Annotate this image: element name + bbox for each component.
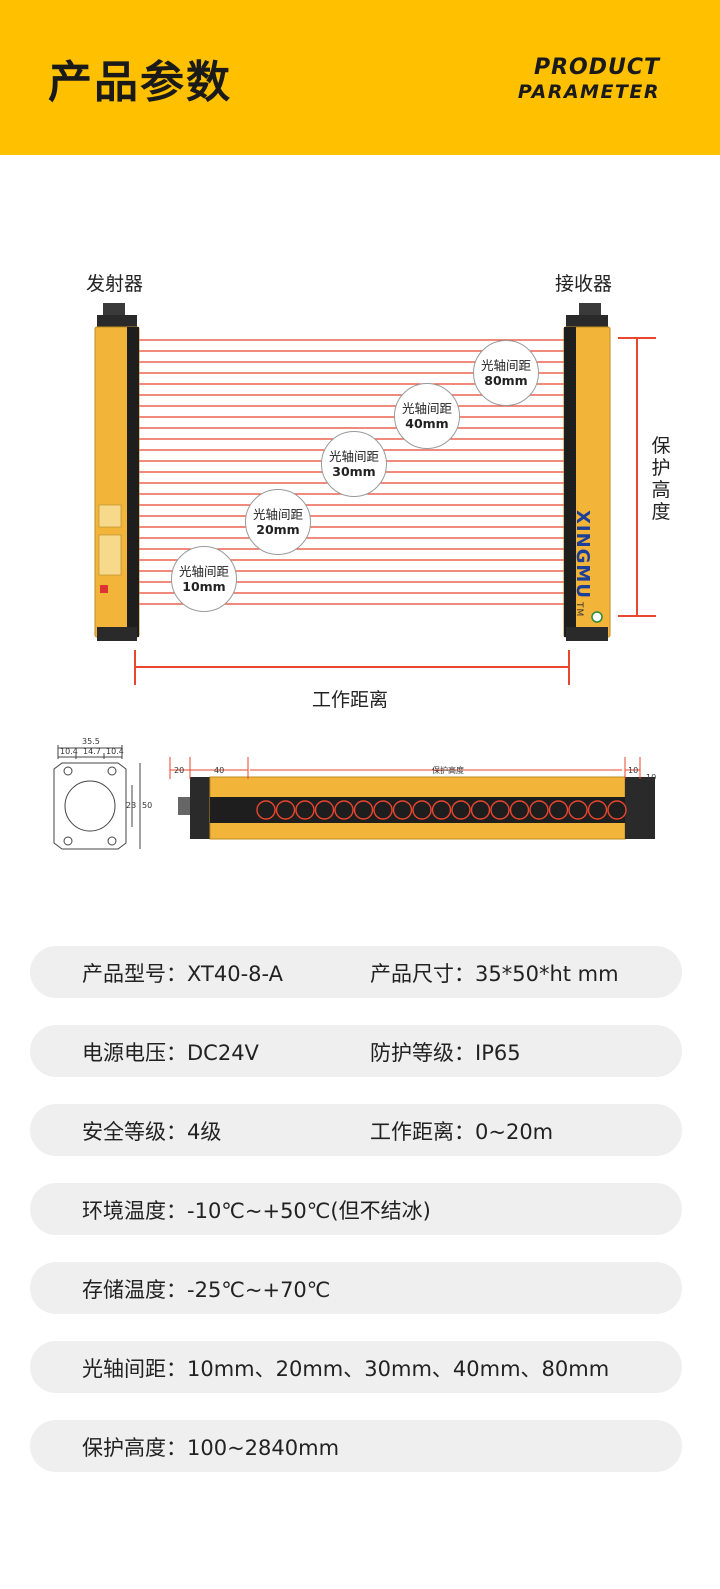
spacing-bubble-80mm: 光轴间距 80mm: [473, 340, 539, 406]
lens-circle: [373, 800, 393, 820]
lens-circle: [607, 800, 627, 820]
cross-section-view: [53, 745, 141, 850]
lens-circle: [334, 800, 354, 820]
spec-cell: 光轴间距：10mm、20mm、30mm、40mm、80mm: [82, 1357, 610, 1381]
bubble-label: 光轴间距: [178, 564, 229, 579]
bubble-value: 80mm: [484, 373, 528, 388]
spec-row: 电源电压：DC24V 防护等级：IP65: [30, 1025, 682, 1077]
technical-drawing-svg: [53, 745, 655, 850]
title-en-line2: PARAMETER: [517, 81, 660, 103]
spec-row: 安全等级：4级 工作距离：0~20m: [30, 1104, 682, 1156]
dim-h2: 50: [142, 801, 153, 810]
dim-left-offset: 20: [174, 766, 185, 775]
lens-circle: [314, 800, 335, 820]
spec-cell: 防护等级：IP65: [370, 1041, 521, 1065]
emitter-device: [94, 303, 140, 641]
working-distance-label: 工作距离: [312, 689, 389, 711]
protection-height-label: 保护高度: [651, 435, 671, 523]
spec-cell: 工作距离：0~20m: [370, 1120, 554, 1144]
protection-height-dimension: [618, 337, 656, 617]
lens-circle: [451, 800, 471, 820]
receiver-label: 接收器: [555, 273, 613, 295]
lens-circle: [431, 800, 452, 820]
header-banner: 产品参数 PRODUCT PARAMETER: [0, 0, 720, 155]
lens-circle: [256, 800, 276, 820]
spec-cell: 产品尺寸：35*50*ht mm: [370, 962, 619, 986]
spec-cell: 环境温度：-10℃~+50℃(但不结冰): [82, 1199, 431, 1223]
lens-circle: [568, 800, 588, 820]
lens-circle: [529, 800, 549, 820]
spec-row: 环境温度：-10℃~+50℃(但不结冰): [30, 1183, 682, 1235]
spec-list: 产品型号：XT40-8-A 产品尺寸：35*50*ht mm 电源电压：DC24…: [30, 946, 682, 1499]
bubble-label: 光轴间距: [401, 401, 452, 416]
lens-circle: [548, 800, 569, 820]
dim-h1: 23: [126, 801, 137, 810]
spec-cell: 保护高度：100~2840mm: [82, 1436, 340, 1460]
lens-circle: [275, 800, 296, 820]
bubble-value: 20mm: [256, 522, 300, 537]
dim-total-width: 35.5: [82, 737, 100, 746]
lens-circle: [412, 800, 432, 820]
side-view-lenses: [256, 800, 627, 820]
spec-row: 产品型号：XT40-8-A 产品尺寸：35*50*ht mm: [30, 946, 682, 998]
spacing-bubble-40mm: 光轴间距 40mm: [394, 383, 460, 449]
title-en-line1: PRODUCT: [533, 55, 660, 80]
lens-circle: [353, 800, 374, 820]
lens-circle: [295, 800, 315, 820]
spacing-bubble-30mm: 光轴间距 30mm: [321, 431, 387, 497]
spacing-bubble-10mm: 光轴间距 10mm: [171, 546, 237, 612]
spec-cell: 安全等级：4级: [82, 1120, 222, 1144]
dim-protection-height: 保护高度: [432, 766, 464, 775]
bubble-label: 光轴间距: [480, 358, 531, 373]
dim-w3: 10.4: [106, 747, 124, 756]
lens-circle: [509, 800, 530, 820]
lens-circle: [490, 800, 510, 820]
page-title: 产品参数: [48, 57, 232, 108]
spacing-bubble-20mm: 光轴间距 20mm: [245, 489, 311, 555]
spec-cell: 产品型号：XT40-8-A: [82, 962, 283, 986]
bubble-value: 40mm: [405, 416, 449, 431]
trademark-mark: TM: [574, 601, 584, 618]
side-view-bar: [178, 776, 655, 840]
dim-first-pitch: 40: [214, 766, 225, 775]
lens-circle: [470, 800, 491, 820]
bubble-value: 10mm: [182, 579, 226, 594]
bubble-label: 光轴间距: [252, 507, 303, 522]
side-view-dimensions: [169, 757, 641, 779]
dim-right-offset-2: 10: [646, 773, 657, 782]
brand-name: XINGMU: [572, 510, 593, 599]
spec-cell: 电源电压：DC24V: [82, 1041, 259, 1065]
spec-row: 保护高度：100~2840mm: [30, 1420, 682, 1472]
receiver-device: [563, 303, 611, 641]
dim-w2: 14.7: [83, 747, 101, 756]
dim-w1: 10.4: [60, 747, 78, 756]
page-title-english: PRODUCT PARAMETER: [518, 56, 660, 104]
working-distance-dimension: [134, 650, 570, 685]
spec-cell: 存储温度：-25℃~+70℃: [82, 1278, 331, 1302]
brand-logo-text: XINGMU TM: [572, 510, 593, 617]
bubble-value: 30mm: [332, 464, 376, 479]
spec-row: 存储温度：-25℃~+70℃: [30, 1262, 682, 1314]
technical-drawing: 35.5 10.4 14.7 10.4 23 50 20 40 保护高度 10 …: [0, 735, 720, 860]
lens-circle: [587, 800, 608, 820]
light-curtain-diagram: 发射器 接收器 工作距离 保护高度 XINGMU TM 光轴间距 10mm 光轴间…: [0, 255, 720, 725]
lens-circle: [392, 800, 413, 820]
dim-right-offset-1: 10: [628, 766, 639, 775]
emitter-label: 发射器: [86, 273, 144, 295]
bubble-label: 光轴间距: [328, 449, 379, 464]
spec-row: 光轴间距：10mm、20mm、30mm、40mm、80mm: [30, 1341, 682, 1393]
